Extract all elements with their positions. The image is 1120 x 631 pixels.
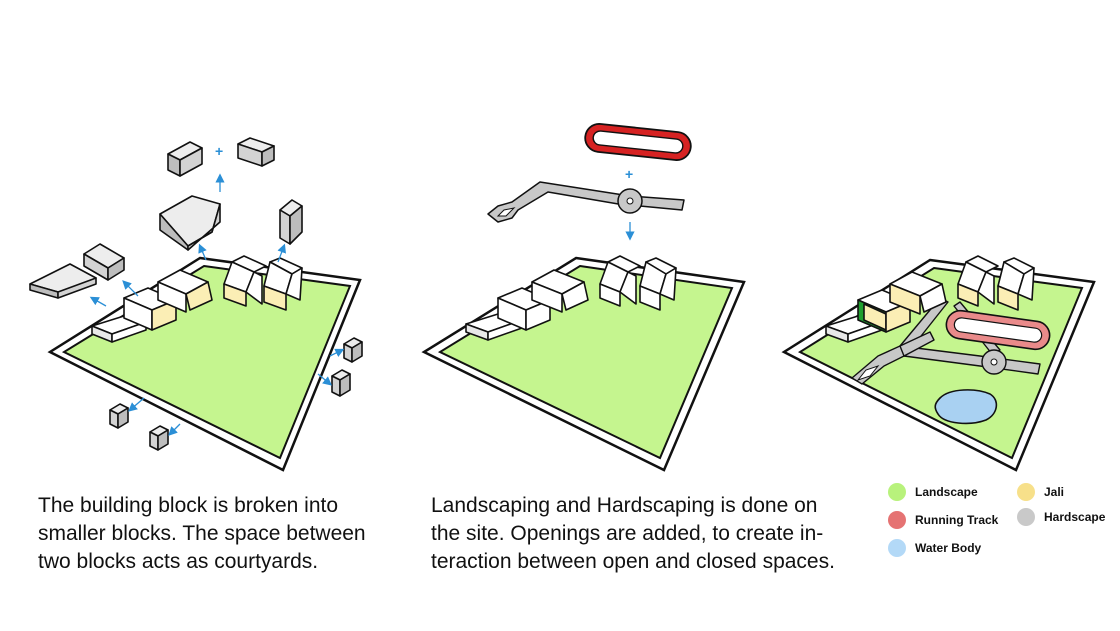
caption-line: smaller blocks. The space between <box>38 522 366 545</box>
legend-swatch <box>888 539 906 557</box>
legend-label: Landscape <box>915 485 978 499</box>
panel-3-final-site <box>781 255 1096 472</box>
caption-line: two blocks acts as courtyards. <box>38 550 319 573</box>
legend-label: Water Body <box>915 541 982 555</box>
legend-item-running-track: Running Track <box>888 511 998 529</box>
legend-item-hardscape: Hardscape <box>1017 508 1105 526</box>
legend-item-jali: Jali <box>1017 483 1064 501</box>
panel-2-site-elements: + <box>421 123 746 472</box>
legend-swatch <box>888 483 906 501</box>
panel-1-exploded-blocks: + <box>29 137 363 472</box>
plus-sign-2: + <box>625 166 633 182</box>
building-blocks-3 <box>825 255 1035 343</box>
caption-line: Landscaping and Hardscaping is done on <box>431 494 818 517</box>
water-body <box>934 389 998 425</box>
legend-label: Hardscape <box>1044 510 1106 524</box>
caption-step-2: Landscaping and Hardscaping is done on t… <box>431 492 835 576</box>
legend-swatch <box>1017 483 1035 501</box>
legend-label: Running Track <box>915 513 999 527</box>
explode-arrows <box>89 173 345 436</box>
legend-item-landscape: Landscape <box>888 483 978 501</box>
caption-step-1: The building block is broken into smalle… <box>38 492 366 576</box>
legend-item-water-body: Water Body <box>888 539 981 557</box>
legend-swatch <box>888 511 906 529</box>
plus-sign-1: + <box>215 143 223 159</box>
hardscape-path <box>487 181 685 223</box>
caption-line: The building block is broken into <box>38 494 339 517</box>
caption-line: the site. Openings are added, to create … <box>431 522 824 545</box>
building-blocks-1 <box>91 255 303 343</box>
building-blocks-2 <box>465 255 677 341</box>
legend-label: Jali <box>1044 485 1065 499</box>
exploded-pieces <box>29 137 363 451</box>
caption-line: teraction between open and closed spaces… <box>431 550 835 573</box>
legend-swatch <box>1017 508 1035 526</box>
